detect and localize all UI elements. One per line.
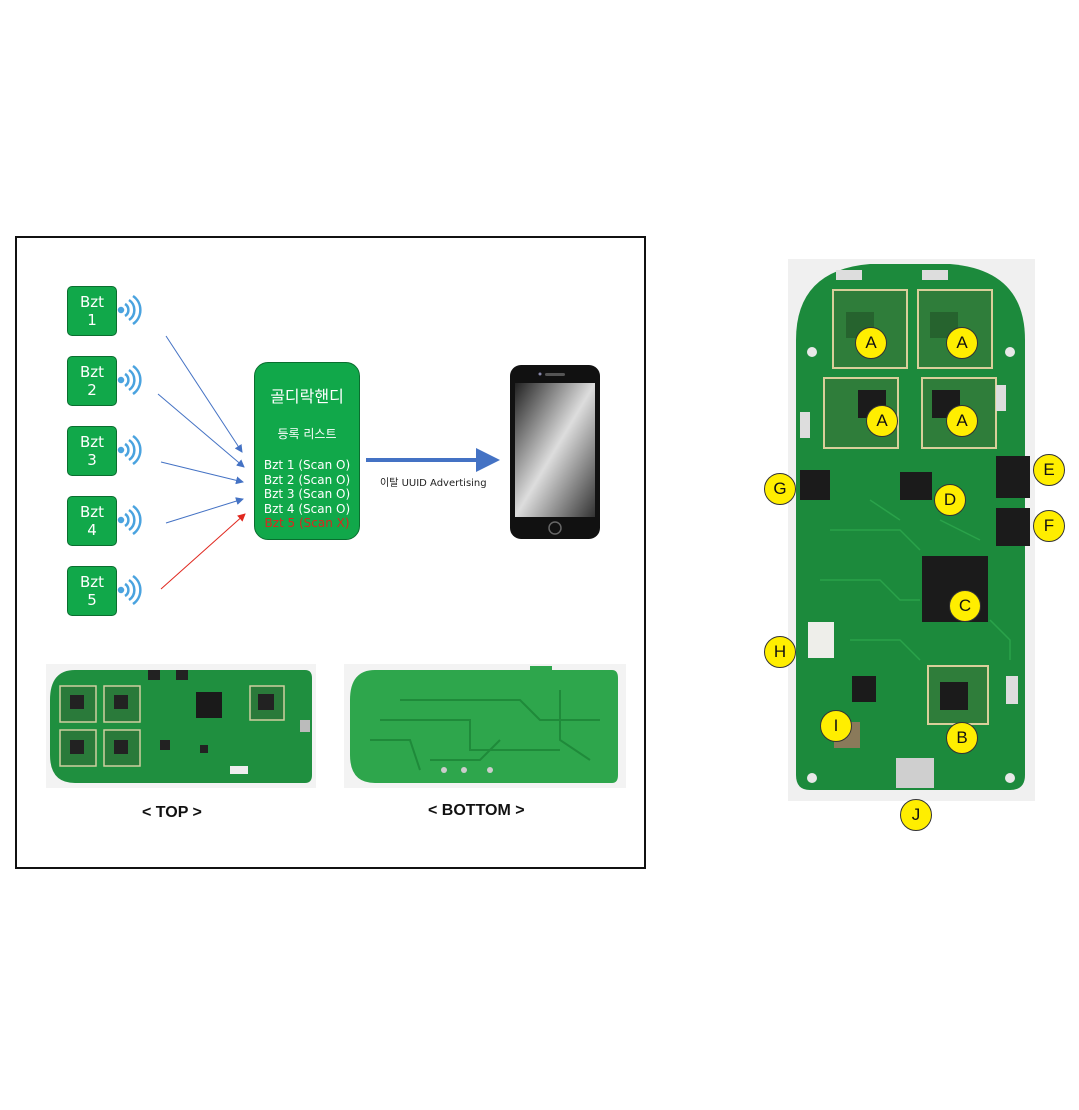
wifi-icon-1 xyxy=(117,294,142,326)
marker-g: G xyxy=(764,473,796,505)
list-item: Bzt 1 (Scan O) xyxy=(263,458,351,472)
wifi-icon-5 xyxy=(117,574,142,606)
marker-f: F xyxy=(1033,510,1065,542)
list-item: Bzt 4 (Scan O) xyxy=(263,501,351,516)
marker-a-4: A xyxy=(946,405,978,437)
list-item-missing: Bzt 5 (Scan X) xyxy=(264,516,350,530)
marker-a-3: A xyxy=(866,405,898,437)
diagram-frame xyxy=(15,236,646,869)
pcb-top-photo xyxy=(46,664,316,788)
arrow-beacon-4 xyxy=(165,497,244,524)
caption-top: < TOP > xyxy=(142,804,202,821)
handheld-hub-box: 골디락핸디 등록 리스트 Bzt 1 (Scan O) Bzt 2 (Scan … xyxy=(254,362,360,540)
wifi-icon-3 xyxy=(117,434,142,466)
hub-title: 골디락핸디 xyxy=(270,387,344,406)
list-item: Bzt 3 (Scan O) xyxy=(263,487,351,501)
list-item: Bzt 2 (Scan O) xyxy=(263,472,351,487)
caption-bottom: < BOTTOM > xyxy=(428,802,525,819)
wifi-icon-4 xyxy=(117,504,142,536)
marker-b: B xyxy=(946,722,978,754)
registered-list: Bzt 1 (Scan O) Bzt 2 (Scan O) Bzt 3 (Sca… xyxy=(255,458,359,531)
advertising-label: 이탈 UUID Advertising xyxy=(380,478,487,489)
marker-e: E xyxy=(1033,454,1065,486)
arrow-beacon-1 xyxy=(165,335,243,453)
pcb-bottom-photo xyxy=(344,664,626,788)
marker-c: C xyxy=(949,590,981,622)
arrow-beacon-3 xyxy=(160,461,244,485)
smartphone-icon xyxy=(510,365,600,539)
marker-a-1: A xyxy=(855,327,887,359)
arrow-beacon-2 xyxy=(157,393,245,468)
wifi-icon-2 xyxy=(117,364,142,396)
marker-i: I xyxy=(820,710,852,742)
marker-a-2: A xyxy=(946,327,978,359)
arrow-beacon-5 xyxy=(160,513,246,590)
marker-j: J xyxy=(900,799,932,831)
marker-d: D xyxy=(934,484,966,516)
marker-h: H xyxy=(764,636,796,668)
hub-subtitle: 등록 리스트 xyxy=(277,427,337,441)
